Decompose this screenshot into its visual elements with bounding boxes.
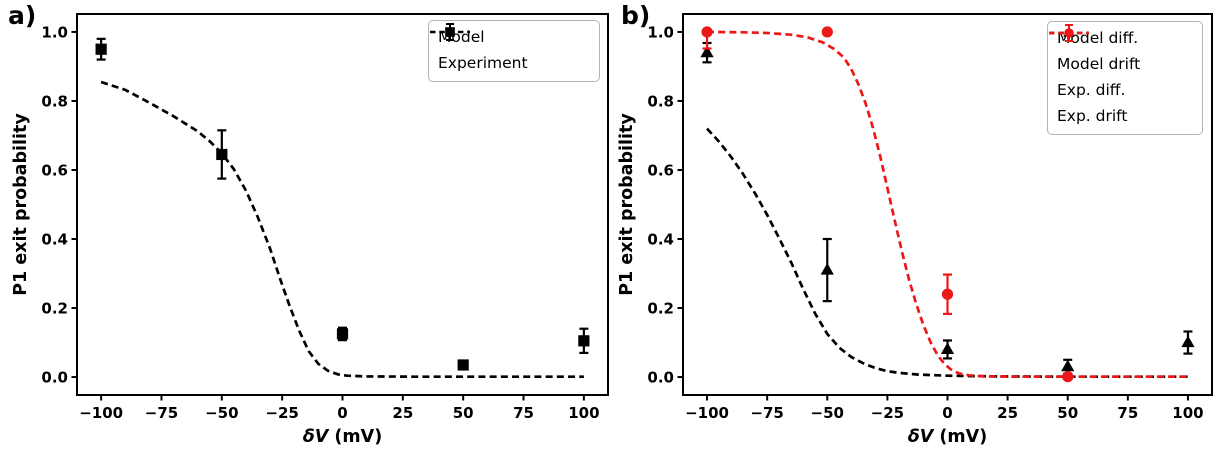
y-axis-label: P1 exit probability [617,113,637,296]
svg-text:0: 0 [337,404,347,422]
legend-label-model-drift: Model drift [1057,55,1141,74]
series-experiment [95,37,590,371]
plot-border [682,13,1213,396]
series-model-diff [706,127,1188,379]
svg-text:0.8: 0.8 [41,92,68,110]
svg-text:0.0: 0.0 [41,369,68,387]
svg-text:75: 75 [1117,404,1138,422]
svg-text:0.0: 0.0 [647,369,674,387]
x-axis-label: δV (mV) [303,427,382,447]
series-exp-drift [701,26,1074,383]
panel-a: −100 −75 −50 −25 0 25 50 75 100 0.0 0.2 0.4 0.6 0.8 1.… [0,0,614,461]
svg-text:0.8: 0.8 [647,92,674,110]
x-axis: −100 −75 −50 −25 0 25 50 75 100 [685,396,1204,422]
legend-label-model-diff: Model diff. [1057,29,1139,48]
legend-item-exp-drift: Exp. drift [1057,24,1194,130]
svg-text:−25: −25 [265,404,298,422]
y-axis: 0.0 0.2 0.4 0.6 0.8 1.0 [41,23,76,387]
plot-border [76,13,609,396]
panel-a-letter: a) [8,1,37,30]
svg-text:0.6: 0.6 [41,161,68,179]
svg-text:75: 75 [513,404,534,422]
svg-text:25: 25 [392,404,413,422]
x-axis: −100 −75 −50 −25 0 25 50 75 100 [79,396,600,422]
svg-text:100: 100 [1172,404,1203,422]
svg-text:−25: −25 [871,404,904,422]
x-axis-label: δV (mV) [908,427,987,447]
svg-text:−100: −100 [685,404,729,422]
legend-item-experiment: Experiment [438,23,591,77]
svg-text:0.4: 0.4 [41,231,68,249]
y-axis-label: P1 exit probability [11,113,31,296]
svg-text:100: 100 [568,404,599,422]
svg-text:0.2: 0.2 [41,300,68,318]
svg-text:−75: −75 [145,404,178,422]
legend-label-exp-drift: Exp. drift [1057,107,1128,126]
svg-text:0.2: 0.2 [647,300,674,318]
panel-a-plot: −100 −75 −50 −25 0 25 50 75 100 0.0 0.2 0.4 0.6 0.8 1.… [11,13,609,447]
svg-text:0.6: 0.6 [647,161,674,179]
experiment-sample-icon [445,23,455,41]
svg-text:0: 0 [942,404,952,422]
svg-text:50: 50 [1057,404,1078,422]
legend-label-exp-diff: Exp. diff. [1057,81,1126,100]
svg-text:−50: −50 [811,404,844,422]
panel-b: −100 −75 −50 −25 0 25 50 75 100 0.0 0.2 0.4 0.6 0.8 1.… [615,0,1229,461]
svg-text:0.4: 0.4 [647,231,674,249]
legend-item-exp-diff: Exp. diff. [1057,24,1194,104]
legend-item-model-drift: Model drift [1049,31,1194,78]
y-axis: 0.0 0.2 0.4 0.6 0.8 1.0 [647,23,682,387]
svg-text:−50: −50 [205,404,238,422]
svg-text:50: 50 [453,404,474,422]
exp-drift-sample-icon [1064,24,1074,42]
panel-b-plot: −100 −75 −50 −25 0 25 50 75 100 0.0 0.2 0.4 0.6 0.8 1.… [617,13,1213,447]
svg-text:25: 25 [997,404,1018,422]
svg-text:1.0: 1.0 [647,23,674,41]
svg-text:−100: −100 [79,404,123,422]
panel-b-letter: b) [621,1,651,30]
svg-text:1.0: 1.0 [41,23,68,41]
legend-label-experiment: Experiment [438,54,528,73]
series-model-drift [706,30,1188,379]
svg-text:−75: −75 [750,404,783,422]
